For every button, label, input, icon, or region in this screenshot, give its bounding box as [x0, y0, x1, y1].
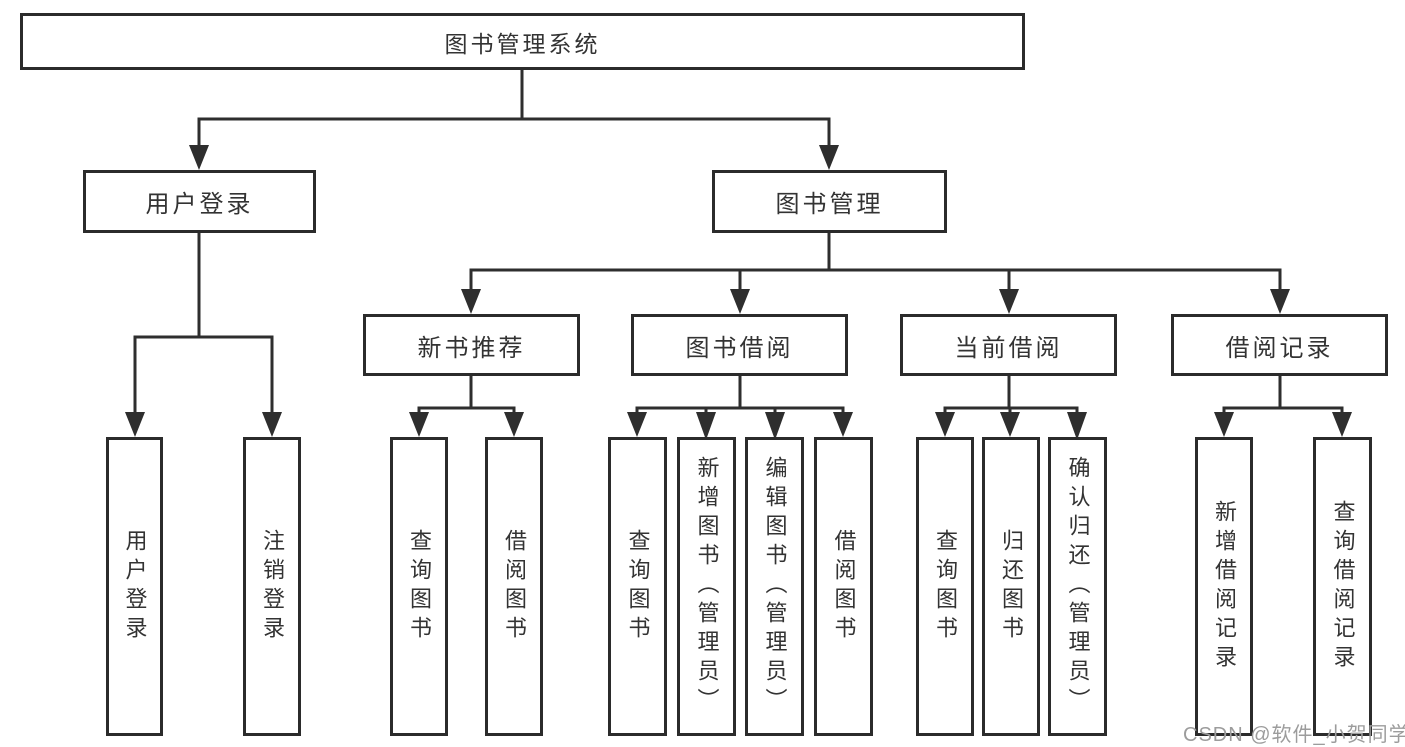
node-borrowing-records: 借阅记录 [1171, 314, 1388, 376]
node-current-borrowing: 当前借阅 [900, 314, 1117, 376]
node-label: 新书推荐 [417, 334, 526, 362]
leaf-newbooks-query-books: 查询图书 [390, 437, 448, 736]
connector-newbooks-to-leaves [409, 374, 524, 437]
leaf-label: 用户登录 [122, 528, 148, 645]
node-library-management-system: 图书管理系统 [20, 13, 1025, 70]
connector-currentborrow-to-leaves [935, 374, 1087, 440]
node-book-management: 图书管理 [712, 170, 947, 233]
node-book-borrowing: 图书借阅 [631, 314, 848, 376]
leaf-logout: 注销登录 [243, 437, 301, 736]
leaf-borrowing-edit-books-admin: 编辑图书（管理员） [745, 437, 804, 736]
connector-records-to-leaves [1214, 374, 1352, 437]
node-label: 图书管理 [775, 191, 884, 218]
node-new-book-recommendation: 新书推荐 [363, 314, 580, 376]
connector-userlogin-to-leaves [125, 231, 282, 437]
leaf-label: 借阅图书 [502, 528, 527, 645]
leaf-label: 编辑图书（管理员） [762, 456, 788, 717]
leaf-label: 注销登录 [260, 528, 285, 645]
connector-bookborrow-to-leaves [627, 374, 853, 440]
leaf-label: 查询图书 [933, 528, 958, 645]
leaf-label: 查询图书 [407, 528, 432, 645]
leaf-records-query-borrow-record: 查询借阅记录 [1313, 437, 1372, 736]
leaf-label: 确认归还（管理员） [1065, 456, 1091, 717]
node-label: 用户登录 [145, 191, 254, 218]
node-label: 借阅记录 [1225, 334, 1334, 362]
leaf-current-return-books: 归还图书 [982, 437, 1040, 736]
node-label: 图书借阅 [685, 334, 794, 362]
leaf-newbooks-borrow-books: 借阅图书 [485, 437, 543, 736]
node-label: 当前借阅 [954, 334, 1063, 362]
leaf-borrowing-query-books: 查询图书 [608, 437, 667, 736]
leaf-label: 查询图书 [625, 528, 651, 645]
leaf-label: 新增图书（管理员） [694, 456, 720, 717]
node-label: 图书管理系统 [444, 30, 601, 57]
leaf-current-query-books: 查询图书 [916, 437, 974, 736]
leaf-records-add-borrow-record: 新增借阅记录 [1195, 437, 1253, 736]
leaf-label: 归还图书 [999, 528, 1024, 645]
leaf-borrowing-borrow-books: 借阅图书 [814, 437, 873, 736]
connector-root-to-level2 [189, 68, 839, 170]
csdn-watermark: CSDN @软件_小贺同学 [1183, 724, 1405, 746]
leaf-borrowing-add-books-admin: 新增图书（管理员） [677, 437, 736, 736]
leaf-label: 查询借阅记录 [1330, 499, 1356, 674]
leaf-label: 借阅图书 [831, 528, 857, 645]
leaf-current-confirm-return-admin: 确认归还（管理员） [1048, 437, 1107, 736]
node-user-login: 用户登录 [83, 170, 316, 233]
connector-bookmgmt-to-level3 [461, 231, 1290, 314]
leaf-user-login: 用户登录 [106, 437, 163, 736]
leaf-label: 新增借阅记录 [1212, 499, 1237, 674]
